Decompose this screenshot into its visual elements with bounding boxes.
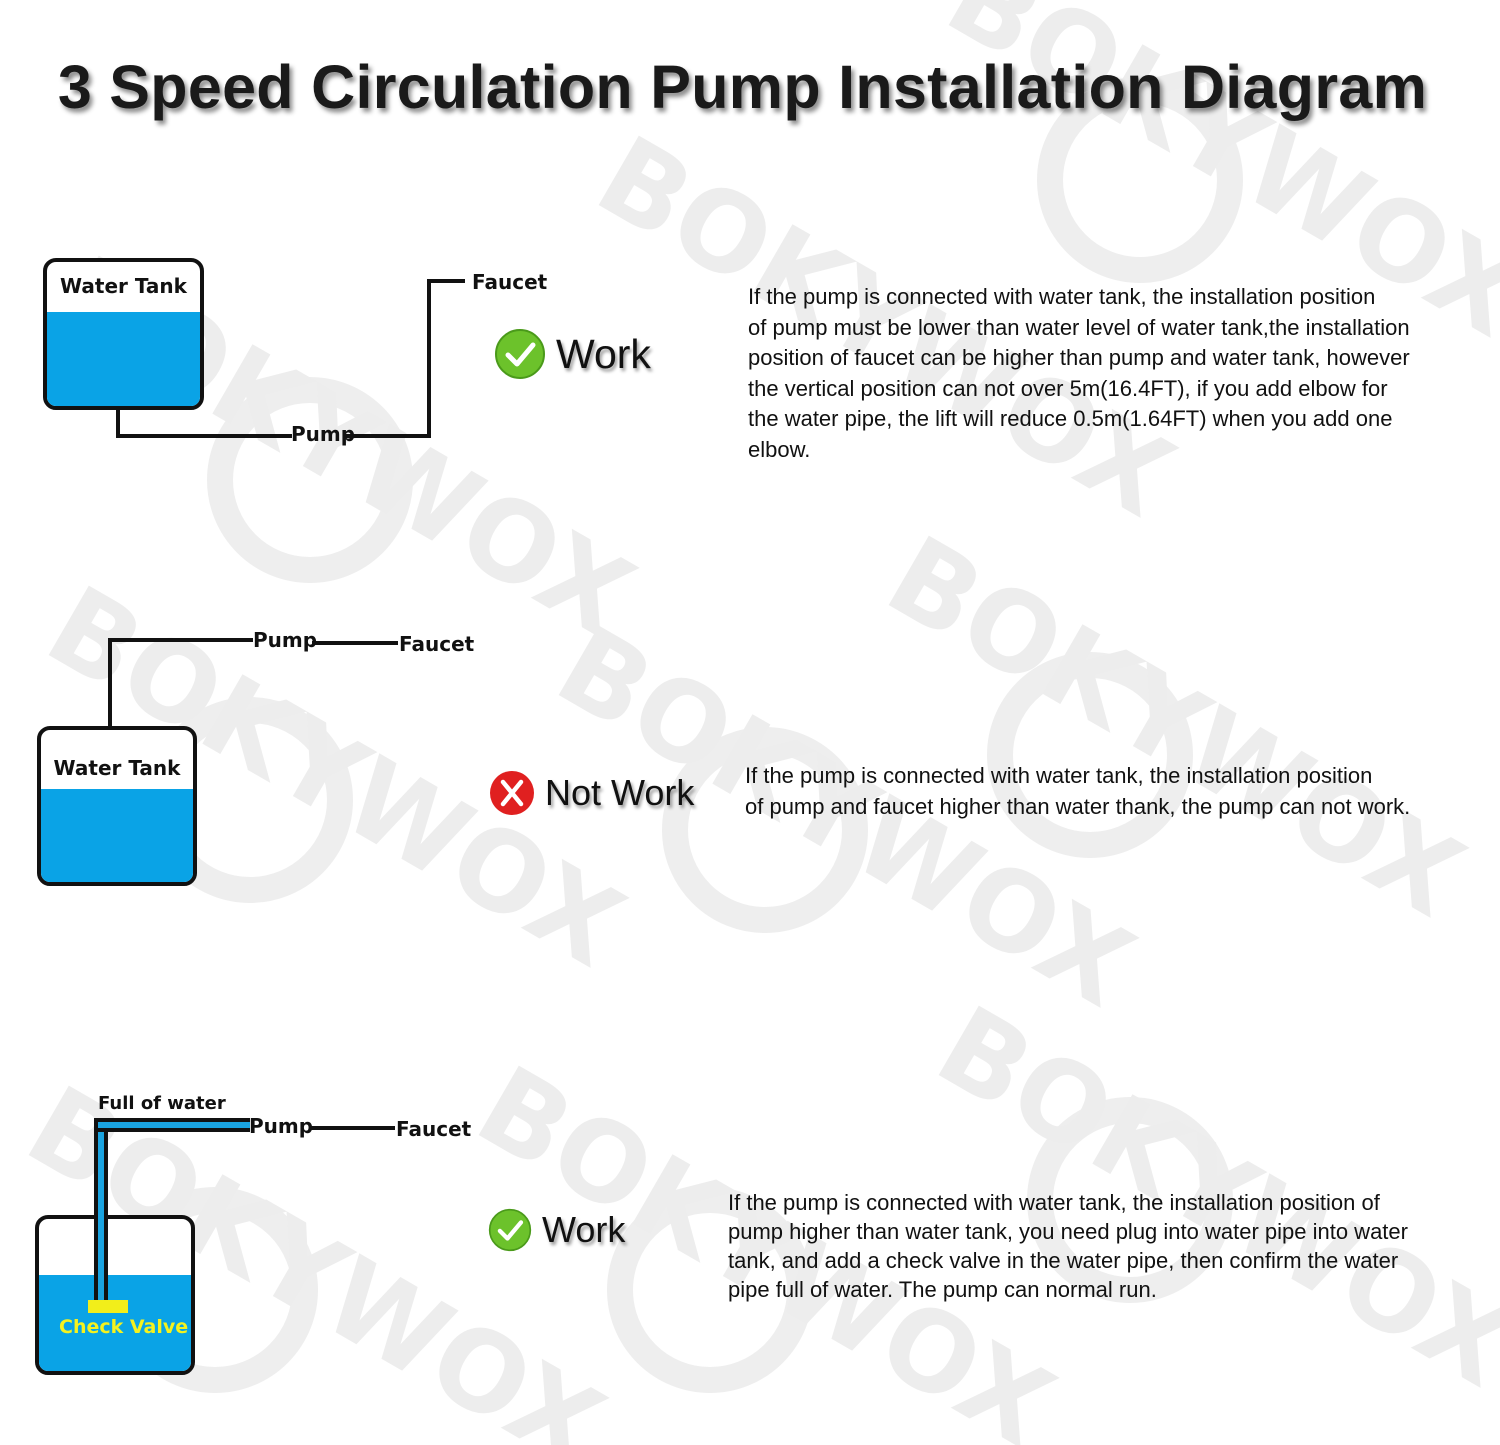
faucet-label: Faucet: [396, 1117, 472, 1141]
check-icon: [488, 1208, 532, 1252]
watermark-text: BOKYWOX: [867, 512, 1484, 942]
water-pipe: [98, 1122, 250, 1128]
tank-water: [47, 312, 200, 406]
description-line: If the pump is connected with water tank…: [748, 284, 1376, 309]
description-line: tank, and add a check valve in the water…: [728, 1248, 1399, 1273]
faucet-label: Faucet: [472, 270, 548, 294]
status-badge: Not Work: [489, 770, 694, 816]
description-line: pipe full of water. The pump can normal …: [728, 1277, 1157, 1302]
tank-label: Water Tank: [53, 756, 181, 780]
pipe: [309, 1126, 395, 1130]
description-line: If the pump is connected with water tank…: [745, 763, 1373, 788]
description-line: the vertical position can not over 5m(16…: [748, 375, 1388, 401]
description-line: position of faucet can be higher than pu…: [748, 345, 1410, 370]
pipe: [427, 279, 465, 283]
water-tank: Water Tank: [43, 258, 204, 410]
faucet-label: Faucet: [399, 632, 475, 656]
tank-water: [41, 789, 193, 882]
description-line: If the pump is connected with water tank…: [728, 1190, 1380, 1215]
description: If the pump is connected with water tank…: [748, 282, 1410, 465]
description-line: the water pipe, the lift will reduce 0.5…: [748, 406, 1393, 431]
status-text: Not Work: [545, 772, 695, 813]
status-text: Work: [542, 1209, 626, 1250]
status-text: Work: [556, 330, 651, 377]
description-line: of pump must be lower than water level o…: [748, 314, 1410, 340]
pipe: [116, 406, 120, 438]
full-of-water-label: Full of water: [98, 1093, 226, 1114]
pipe: [344, 434, 431, 438]
pipe: [108, 638, 253, 642]
status-badge: Work: [488, 1208, 625, 1252]
pump-label: Pump: [249, 1114, 314, 1138]
status-badge: Work: [494, 328, 651, 380]
cross-icon: [490, 771, 534, 815]
tank-water: [39, 1275, 191, 1371]
description: If the pump is connected with water tank…: [728, 1188, 1408, 1304]
check-valve: [88, 1300, 128, 1313]
description: If the pump is connected with water tank…: [745, 761, 1410, 822]
tank-label: Water Tank: [60, 274, 187, 298]
water-pipe: [98, 1122, 104, 1304]
check-icon: [495, 329, 545, 379]
pipe: [427, 279, 431, 438]
description-line: elbow.: [748, 436, 811, 462]
pipe: [312, 641, 398, 645]
pipe: [116, 434, 292, 438]
pipe: [108, 638, 112, 730]
page-title: 3 Speed Circulation Pump Installation Di…: [57, 53, 1428, 121]
water-tank: [35, 1215, 195, 1375]
pump-label: Pump: [253, 628, 318, 652]
description-line: pump higher than water tank, you need pl…: [728, 1219, 1408, 1244]
check-valve-label: Check Valve: [59, 1316, 189, 1338]
description-line: of pump and faucet higher than water tha…: [745, 793, 1411, 819]
water-tank: Water Tank: [37, 726, 197, 886]
